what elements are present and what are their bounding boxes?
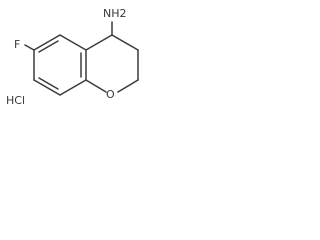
bond-c2-o1 <box>117 79 139 93</box>
bond-c7-c8 <box>33 79 61 96</box>
bond-c5-c6 <box>33 34 61 51</box>
bond-c4a-c4 <box>85 34 113 51</box>
salt-label: HCl <box>6 94 25 107</box>
amine-label: NH2 <box>103 7 127 20</box>
molecule-structure: NH2 F O HCl <box>6 7 139 107</box>
structure-canvas: NH2 F O HCl <box>0 0 153 121</box>
bond-c4a-c5 <box>59 34 87 51</box>
bond-c6-f <box>24 44 35 51</box>
bond-c8-c8a <box>59 79 87 96</box>
pyran-ring <box>85 34 139 93</box>
double-bond-c5-c6 <box>38 40 59 53</box>
bond-o1-c8a <box>85 79 107 93</box>
fluorine-label: F <box>14 38 20 51</box>
oxygen-label: O <box>106 88 115 101</box>
benzene-ring <box>33 34 87 96</box>
bond-c4-c3 <box>111 34 139 51</box>
double-bond-c7-c8 <box>38 77 59 90</box>
